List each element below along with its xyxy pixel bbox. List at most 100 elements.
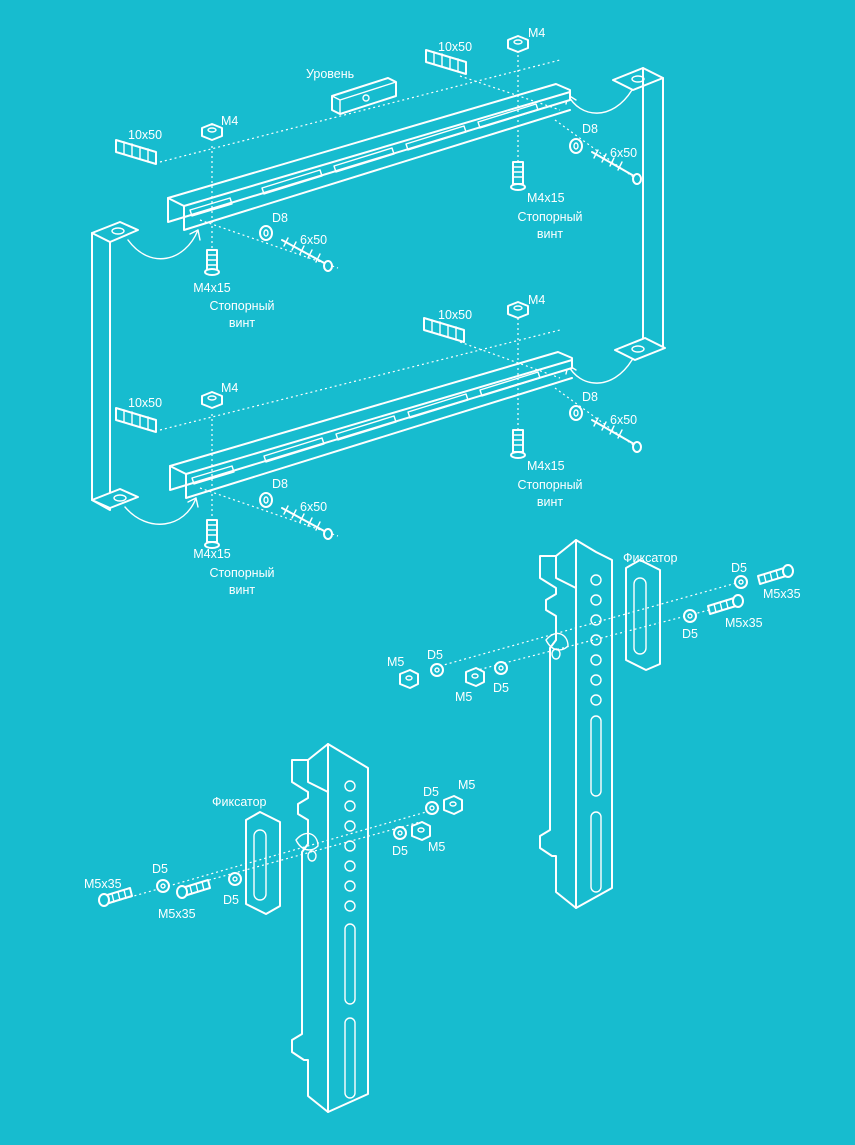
nut-m4-label: M4 (221, 114, 238, 128)
nut-m5-label: M5 (455, 690, 472, 704)
stop-screw-label-2: винт (229, 316, 256, 330)
washer-d8 (259, 492, 273, 508)
washer-d8-label: D8 (272, 477, 288, 491)
washer-d5-label: D5 (493, 681, 509, 695)
nut-m4 (201, 391, 223, 409)
screw-6x50-label: 6x50 (610, 413, 637, 427)
nut-m4-label: M4 (528, 293, 545, 307)
screw-6x50 (281, 237, 333, 272)
latch-label: Фиксатор (623, 551, 678, 565)
screw-6x50-label: 6x50 (300, 500, 327, 514)
bolt-m4x15-label: M4x15 (193, 547, 231, 561)
bolt-m4x15 (204, 249, 220, 276)
tv-arm-left: Фиксатор M5 D5 M5 D5 M5x35 (84, 743, 475, 1113)
nut-m5 (443, 795, 463, 815)
screw-6x50-label: 6x50 (300, 233, 327, 247)
latch-label: Фиксатор (212, 795, 267, 809)
washer-d8 (259, 225, 273, 241)
washer-d5-label: D5 (682, 627, 698, 641)
upper-rail (167, 83, 571, 231)
nut-m4 (507, 301, 529, 319)
washer-d8-label: D8 (582, 390, 598, 404)
washer-d8-label: D8 (272, 211, 288, 225)
stop-screw-label-2: винт (537, 495, 564, 509)
dowel-label: 10x50 (438, 40, 472, 54)
bolt-m5x35 (707, 594, 744, 615)
washer-d5-label: D5 (427, 648, 443, 662)
bolt-m4x15 (510, 429, 526, 459)
bolt-m5x35 (98, 887, 133, 907)
stop-screw-label: Стопорный (209, 299, 274, 313)
right-upright (612, 67, 666, 361)
nut-m4 (201, 123, 223, 141)
washer-d5 (425, 801, 439, 815)
screw-6x50-label: 6x50 (610, 146, 637, 160)
bolt-m4x15-label: M4x15 (527, 459, 565, 473)
washer-d5-label: D5 (152, 862, 168, 876)
bolt-m4x15-label: M4x15 (193, 281, 231, 295)
arrow-curve (567, 89, 633, 114)
nut-m5-label: M5 (458, 778, 475, 792)
hardware-group-mid-right: 10x50 M4 D8 6x50 M4x15 Стопорный винт (423, 293, 642, 509)
arrow-curve (124, 497, 197, 525)
washer-d8 (569, 138, 583, 154)
nut-m5-label: M5 (387, 655, 404, 669)
stop-screw-label: Стопорный (209, 566, 274, 580)
washer-d8 (569, 405, 583, 421)
nut-m4-label: M4 (221, 381, 238, 395)
bolt-m5x35 (757, 564, 794, 585)
bolt-m5x35-label: M5x35 (725, 616, 763, 630)
bolt-m4x15 (510, 161, 526, 191)
nut-m5 (465, 667, 485, 687)
washer-d5 (156, 879, 170, 893)
dowel-10x50 (423, 317, 465, 343)
washer-d5 (228, 872, 242, 886)
washer-d5 (393, 826, 407, 840)
screw-6x50 (591, 149, 642, 185)
arrow-curve (567, 359, 633, 384)
dowel-10x50 (425, 49, 467, 75)
dowel-label: 10x50 (128, 128, 162, 142)
washer-d5-label: D5 (392, 844, 408, 858)
bolt-m4x15-label: M4x15 (527, 191, 565, 205)
screw-6x50 (591, 417, 642, 453)
washer-d5 (734, 575, 748, 589)
lower-rail (169, 351, 573, 499)
arrow-curve (127, 229, 199, 260)
left-upright (91, 221, 139, 511)
spirit-level: Уровень (306, 67, 397, 115)
hardware-group-lower-left: 10x50 M4 D8 6x50 M4x15 Стопорный винт (115, 329, 561, 597)
stop-screw-label-2: винт (229, 583, 256, 597)
washer-d5-label: D5 (731, 561, 747, 575)
bolt-m5x35-label: M5x35 (763, 587, 801, 601)
bolt-m5x35-label: M5x35 (84, 877, 122, 891)
stop-screw-label-2: винт (537, 227, 564, 241)
dowel-10x50 (115, 407, 157, 433)
nut-m5-label: M5 (428, 840, 445, 854)
nut-m4 (507, 35, 529, 53)
washer-d8-label: D8 (582, 122, 598, 136)
tv-arm-right: Фиксатор M5 D5 M5 D5 D5 (387, 539, 801, 909)
dowel-label: 10x50 (438, 308, 472, 322)
stop-screw-label: Стопорный (517, 210, 582, 224)
washer-d5-label: D5 (423, 785, 439, 799)
dowel-10x50 (115, 139, 157, 165)
bolt-m5x35-label: M5x35 (158, 907, 196, 921)
latch-left (245, 811, 281, 915)
washer-d5 (683, 609, 697, 623)
stop-screw-label: Стопорный (517, 478, 582, 492)
washer-d5-label: D5 (223, 893, 239, 907)
hardware-group-top-right: 10x50 M4 D8 6x50 M4x15 Стопорный винт (425, 26, 642, 241)
latch-right (625, 559, 661, 671)
screw-6x50 (281, 505, 333, 540)
dowel-label: 10x50 (128, 396, 162, 410)
level-label: Уровень (306, 67, 354, 81)
hardware-group-top-left: 10x50 M4 D8 6x50 M4x15 Стопорный винт (115, 59, 561, 330)
bolt-m5x35 (176, 879, 211, 899)
washer-d5 (494, 661, 508, 675)
bolt-m4x15 (204, 519, 220, 549)
wall-plate (91, 67, 666, 525)
washer-d5 (430, 663, 444, 677)
nut-m4-label: M4 (528, 26, 545, 40)
